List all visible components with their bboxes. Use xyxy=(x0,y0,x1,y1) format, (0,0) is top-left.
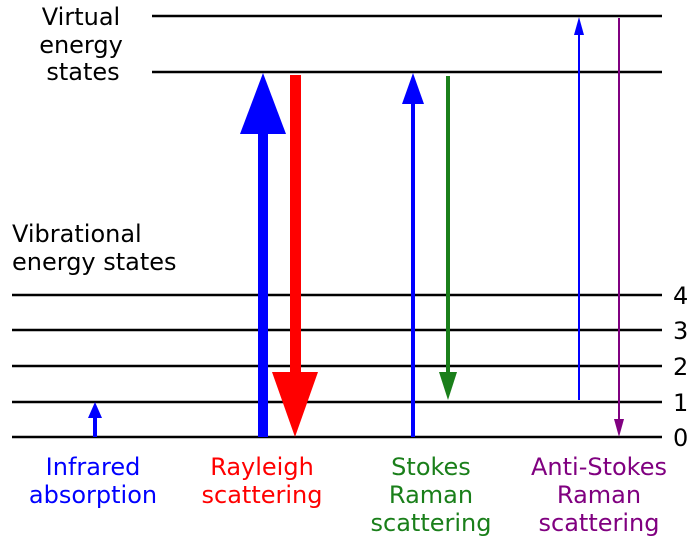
level-number-1: 1 xyxy=(673,389,688,417)
rayleigh-scattering-label: Rayleigh scattering xyxy=(202,453,323,509)
stokes-label-line-2: Raman xyxy=(389,481,473,509)
level-number-3: 3 xyxy=(673,317,688,345)
vibrational-label-line-2: energy states xyxy=(12,248,177,276)
anti-stokes-label-line-1: Anti-Stokes xyxy=(531,453,667,481)
stokes-label-line-3: scattering xyxy=(371,509,492,537)
stokes-excitation-arrow xyxy=(402,73,424,437)
virtual-label-line-3: states xyxy=(46,58,119,86)
anti-stokes-label-line-2: Raman xyxy=(557,481,641,509)
stokes-label-line-1: Stokes xyxy=(391,453,471,481)
level-numbers: 4 3 2 1 0 xyxy=(673,282,688,452)
vibrational-label-line-1: Vibrational xyxy=(12,220,142,248)
anti-stokes-scattering-arrow xyxy=(614,18,624,437)
rayleigh-excitation-arrow xyxy=(240,73,286,437)
level-number-2: 2 xyxy=(673,353,688,381)
anti-stokes-raman-label: Anti-Stokes Raman scattering xyxy=(531,453,667,537)
rayleigh-label-line-2: scattering xyxy=(202,481,323,509)
anti-stokes-excitation-arrow xyxy=(574,17,584,400)
infrared-absorption-label: Infrared absorption xyxy=(29,453,157,509)
stokes-scattering-arrow xyxy=(439,76,457,400)
infrared-label-line-2: absorption xyxy=(29,481,157,509)
vibrational-states-label: Vibrational energy states xyxy=(12,220,177,276)
rayleigh-scattering-arrow xyxy=(272,75,318,437)
stokes-raman-label: Stokes Raman scattering xyxy=(371,453,492,537)
rayleigh-label-line-1: Rayleigh xyxy=(210,453,314,481)
infrared-absorption-arrow xyxy=(88,402,102,437)
infrared-label-line-1: Infrared xyxy=(46,453,141,481)
level-number-0: 0 xyxy=(673,424,688,452)
level-number-4: 4 xyxy=(673,282,688,310)
virtual-label-line-2: energy xyxy=(39,31,123,59)
virtual-label-line-1: Virtual xyxy=(42,3,120,31)
anti-stokes-label-line-3: scattering xyxy=(539,509,660,537)
virtual-states-label: Virtual energy states xyxy=(39,3,123,86)
